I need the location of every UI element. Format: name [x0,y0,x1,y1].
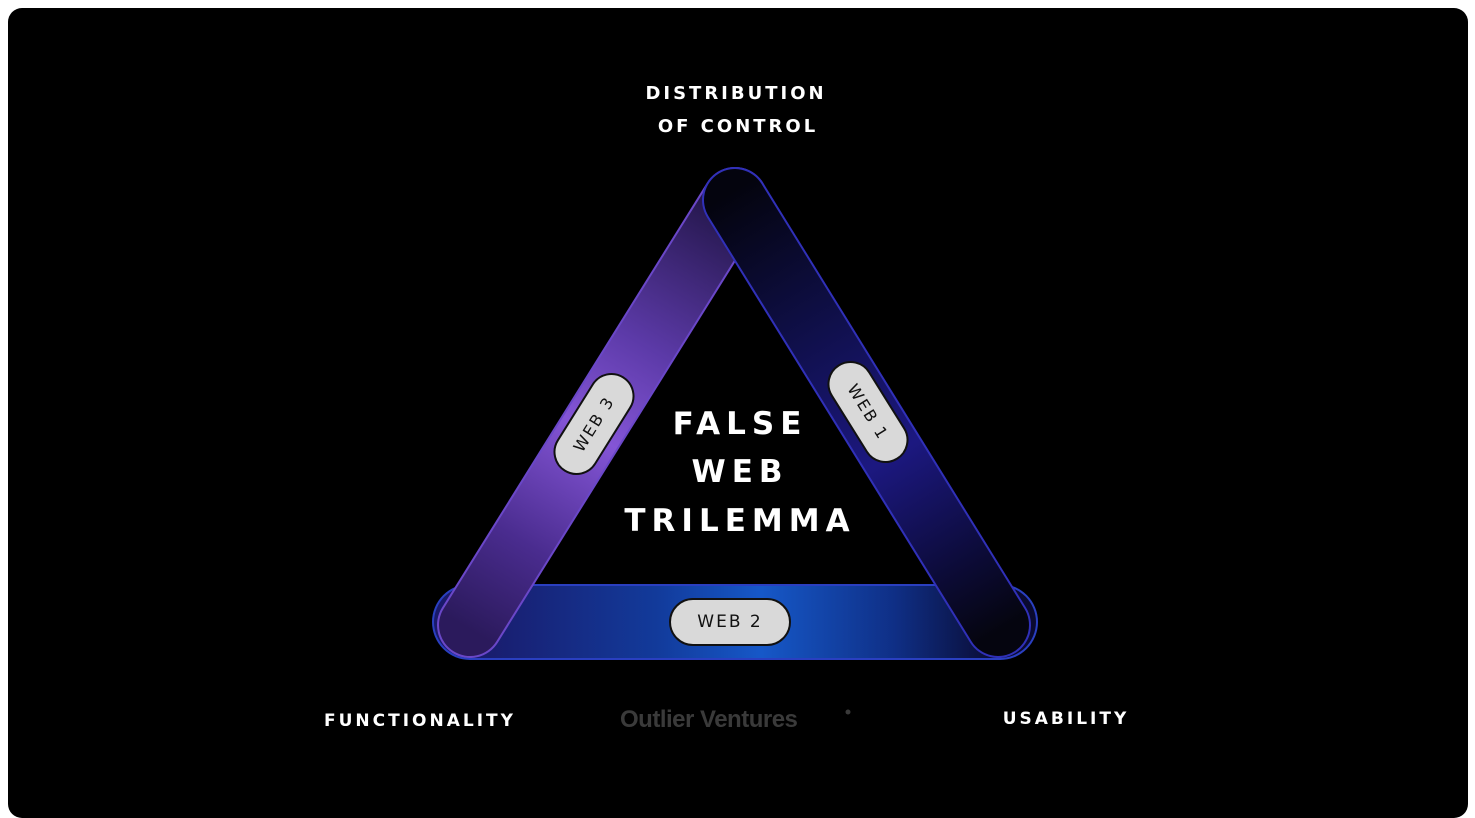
brand-logo: Outlier Ventures [620,706,851,733]
web2-label: WEB 2 [697,612,762,632]
vertex-top-line-2: OF CONTROL [658,116,818,137]
brand-wordmark: Outlier Ventures [620,706,798,733]
web3-pill: WEB 3 [553,373,635,475]
brand-dot-icon [845,709,851,715]
diagram-canvas [8,8,1468,818]
center-title-line-1: FALSE [673,406,808,442]
web2-pill: WEB 2 [669,598,791,646]
center-title-line-3: TRILEMMA [624,503,855,539]
center-title-line-2: WEB [692,454,789,490]
vertex-left-label: FUNCTIONALITY [324,711,516,731]
vertex-top-label: DISTRIBUTION OF CONTROL [645,83,826,137]
center-title: FALSE WEB TRILEMMA [624,406,855,539]
vertex-top-line-1: DISTRIBUTION [645,83,826,104]
vertex-right-label: USABILITY [1003,709,1130,729]
